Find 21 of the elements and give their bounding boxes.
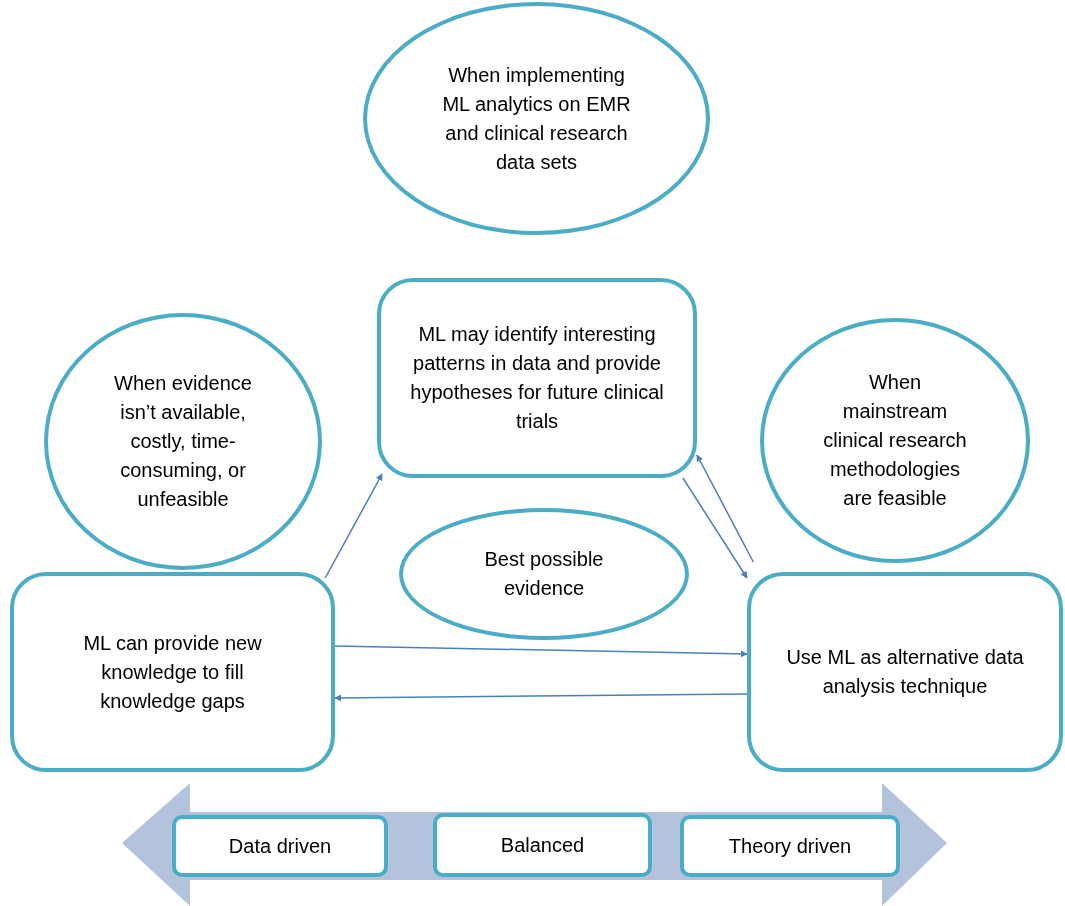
rounded-box <box>747 572 1063 772</box>
node-text: ML can provide new knowledge to fill knowledge gaps <box>82 630 263 714</box>
arrow <box>696 454 755 563</box>
scale-label-box <box>172 815 388 877</box>
node-text: Use ML as alternative data analysis technique <box>785 645 1025 699</box>
arrow <box>334 693 748 702</box>
node-text: Data driven <box>228 833 332 859</box>
node-text: Best possible evidence <box>483 547 605 601</box>
rounded-box <box>377 278 697 478</box>
node-text: When evidence isn’t available, costly, time-consuming, or unfeasible <box>113 371 253 512</box>
arrow <box>682 477 748 579</box>
node-text: When implementing ML analytics on EMR and clinical research data sets <box>441 62 632 175</box>
node-text: Balanced <box>500 832 585 858</box>
scale-label-box <box>680 815 900 877</box>
node-text: ML may identify interesting patterns in data and provide hypotheses for future clinical trials <box>409 322 665 434</box>
node-text: Theory driven <box>728 833 852 859</box>
arrow <box>324 473 383 579</box>
arrow <box>334 645 748 658</box>
rounded-box <box>10 572 335 772</box>
node-text: When mainstream clinical research methodologies are feasible <box>822 370 968 511</box>
scale-label-box <box>433 813 652 877</box>
